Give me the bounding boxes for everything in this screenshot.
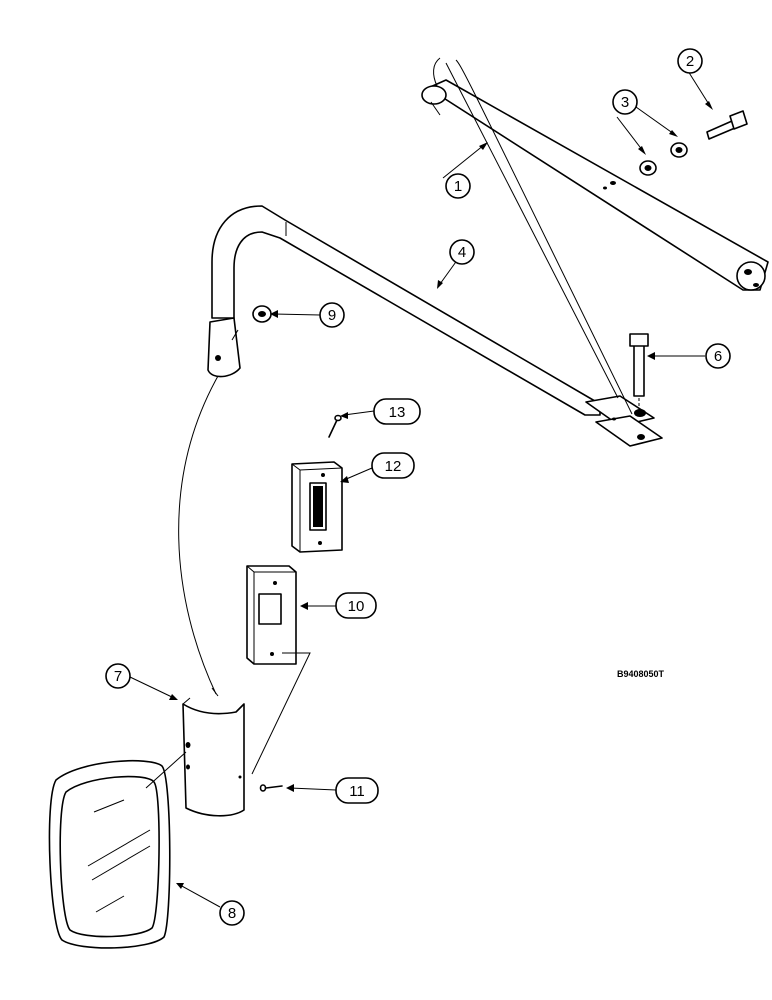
callout-3: 3	[612, 89, 638, 115]
part-1-mounting-tube	[421, 57, 769, 291]
callout-13: 13	[373, 398, 421, 425]
callout-12-label: 12	[385, 458, 402, 475]
callout-8-label: 8	[228, 905, 236, 922]
callout-9-label: 9	[328, 307, 336, 324]
callout-1: 1	[445, 173, 471, 199]
callout-13-label: 13	[389, 404, 406, 421]
part-2-bolt	[706, 110, 748, 140]
callout-2: 2	[677, 48, 703, 74]
callout-6: 6	[705, 343, 731, 369]
callout-4-label: 4	[458, 244, 466, 261]
callout-9: 9	[319, 302, 345, 328]
part-7-bracket	[182, 697, 245, 817]
callout-6-label: 6	[714, 348, 722, 365]
callout-1-label: 1	[454, 178, 462, 195]
part-3-nuts	[639, 142, 688, 176]
part-8-mirror	[48, 759, 171, 949]
callout-7: 7	[105, 663, 131, 689]
callout-10-label: 10	[348, 598, 365, 615]
callout-4: 4	[449, 239, 475, 265]
callout-11: 11	[335, 777, 379, 804]
part-9-nut	[252, 305, 272, 323]
callout-11-label: 11	[349, 783, 365, 800]
part-4-mirror-arm	[207, 205, 663, 447]
callout-8: 8	[219, 900, 245, 926]
assembly-guide-lines	[145, 59, 633, 789]
part-13-screw	[328, 414, 342, 438]
part-11-screw	[259, 784, 283, 792]
part-6-bolt	[629, 333, 649, 410]
callout-3-label: 3	[621, 94, 629, 111]
callout-10: 10	[335, 592, 377, 619]
part-10-switch-plate	[246, 565, 297, 665]
callout-7-label: 7	[114, 668, 122, 685]
leader-lines	[129, 70, 713, 908]
drawing-reference-number: B9408050T	[617, 669, 665, 679]
callout-12: 12	[371, 452, 415, 479]
part-12-switch-cover	[291, 461, 343, 553]
callout-2-label: 2	[686, 53, 694, 70]
